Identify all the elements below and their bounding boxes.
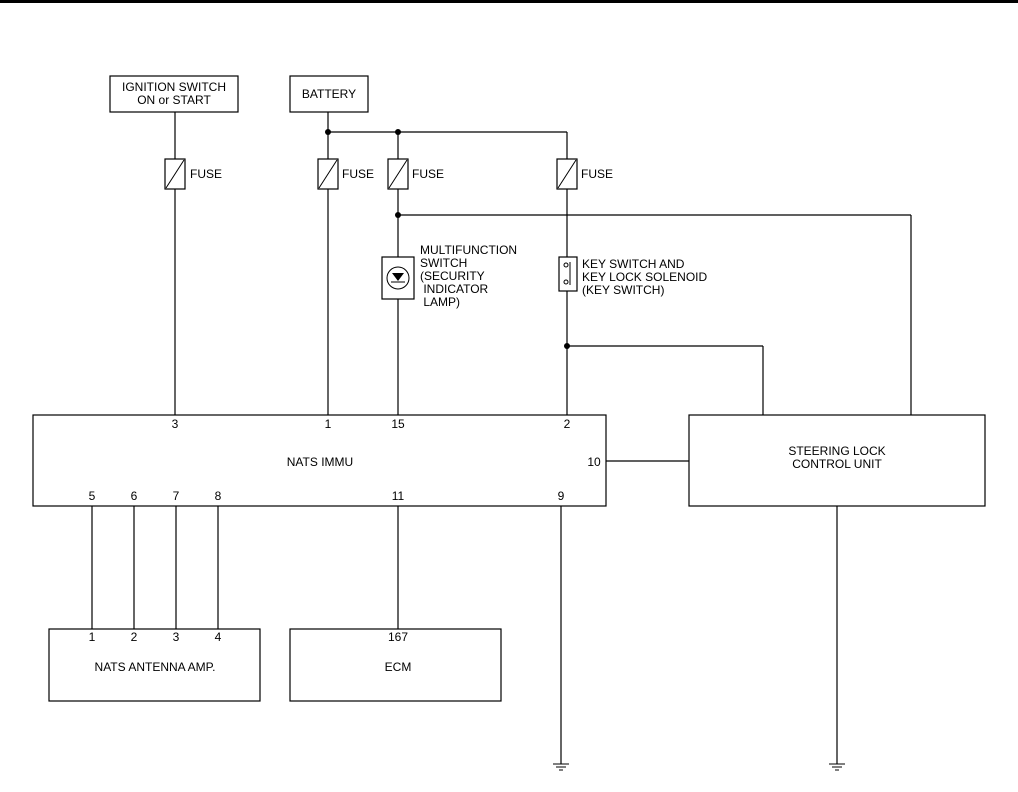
ecm-pin: 167 (388, 630, 408, 644)
antenna-pin: 2 (131, 630, 138, 644)
immu-pin: 1 (325, 417, 332, 431)
key-switch-label-3: (KEY SWITCH) (582, 283, 664, 297)
immu-pin: 10 (587, 455, 601, 469)
ecm: ECM 167 (289, 628, 502, 702)
multifunction-label-1: MULTIFUNCTION (420, 243, 517, 257)
steering-lock-label-2: CONTROL UNIT (792, 457, 882, 471)
fuse-label: FUSE (581, 167, 613, 181)
immu-pin: 6 (131, 489, 138, 503)
ground-icon (829, 763, 845, 771)
immu-pin: 7 (173, 489, 180, 503)
steering-lock-control-unit: STEERING LOCK CONTROL UNIT (688, 414, 986, 507)
junction-dots (325, 129, 570, 349)
battery-label: BATTERY (302, 87, 356, 101)
antenna-amp-label: NATS ANTENNA AMP. (95, 660, 216, 674)
immu-pin: 9 (558, 489, 565, 503)
nats-antenna-amp: NATS ANTENNA AMP. 1 2 3 4 (48, 628, 261, 702)
diode-icon (392, 273, 404, 281)
immu-pin: 2 (564, 417, 571, 431)
immu-pin: 5 (89, 489, 96, 503)
ignition-switch-label-2: ON or START (137, 93, 211, 107)
multifunction-label-5: LAMP) (420, 295, 460, 309)
immu-pin: 11 (392, 489, 405, 503)
fuse-label: FUSE (412, 167, 444, 181)
key-switch-label-1: KEY SWITCH AND (582, 257, 685, 271)
fuse-battery-immu: FUSE (317, 158, 374, 190)
nats-immu: NATS IMMU 3 1 15 2 10 5 6 7 8 11 9 (32, 414, 607, 507)
nats-immu-label: NATS IMMU (287, 455, 353, 469)
multifunction-label-4: INDICATOR (420, 282, 489, 296)
fuse-label: FUSE (190, 167, 222, 181)
immu-pin: 3 (172, 417, 179, 431)
immu-pin: 8 (215, 489, 222, 503)
battery: BATTERY (289, 75, 369, 113)
top-rule (0, 0, 1018, 3)
wires (91, 112, 912, 764)
ignition-switch-label-1: IGNITION SWITCH (122, 80, 226, 94)
immu-pin: 15 (391, 417, 405, 431)
multifunction-label-2: SWITCH (420, 256, 467, 270)
fuse-security-lamp: FUSE (387, 158, 444, 190)
antenna-pin: 4 (215, 630, 222, 644)
ground-icon (553, 763, 569, 771)
key-switch-label-2: KEY LOCK SOLENOID (582, 270, 707, 284)
key-switch: KEY SWITCH AND KEY LOCK SOLENOID (KEY SW… (558, 256, 707, 297)
fuse-ignition: FUSE (164, 158, 222, 190)
antenna-pin: 1 (89, 630, 96, 644)
ignition-switch: IGNITION SWITCH ON or START (109, 75, 239, 113)
steering-lock-label-1: STEERING LOCK (788, 444, 885, 458)
fuse-key-switch: FUSE (556, 158, 613, 190)
antenna-pin: 3 (173, 630, 180, 644)
ecm-label: ECM (385, 660, 412, 674)
multifunction-label-3: (SECURITY (420, 269, 485, 283)
multifunction-switch: MULTIFUNCTION SWITCH (SECURITY INDICATOR… (381, 243, 517, 309)
fuse-label: FUSE (342, 167, 374, 181)
